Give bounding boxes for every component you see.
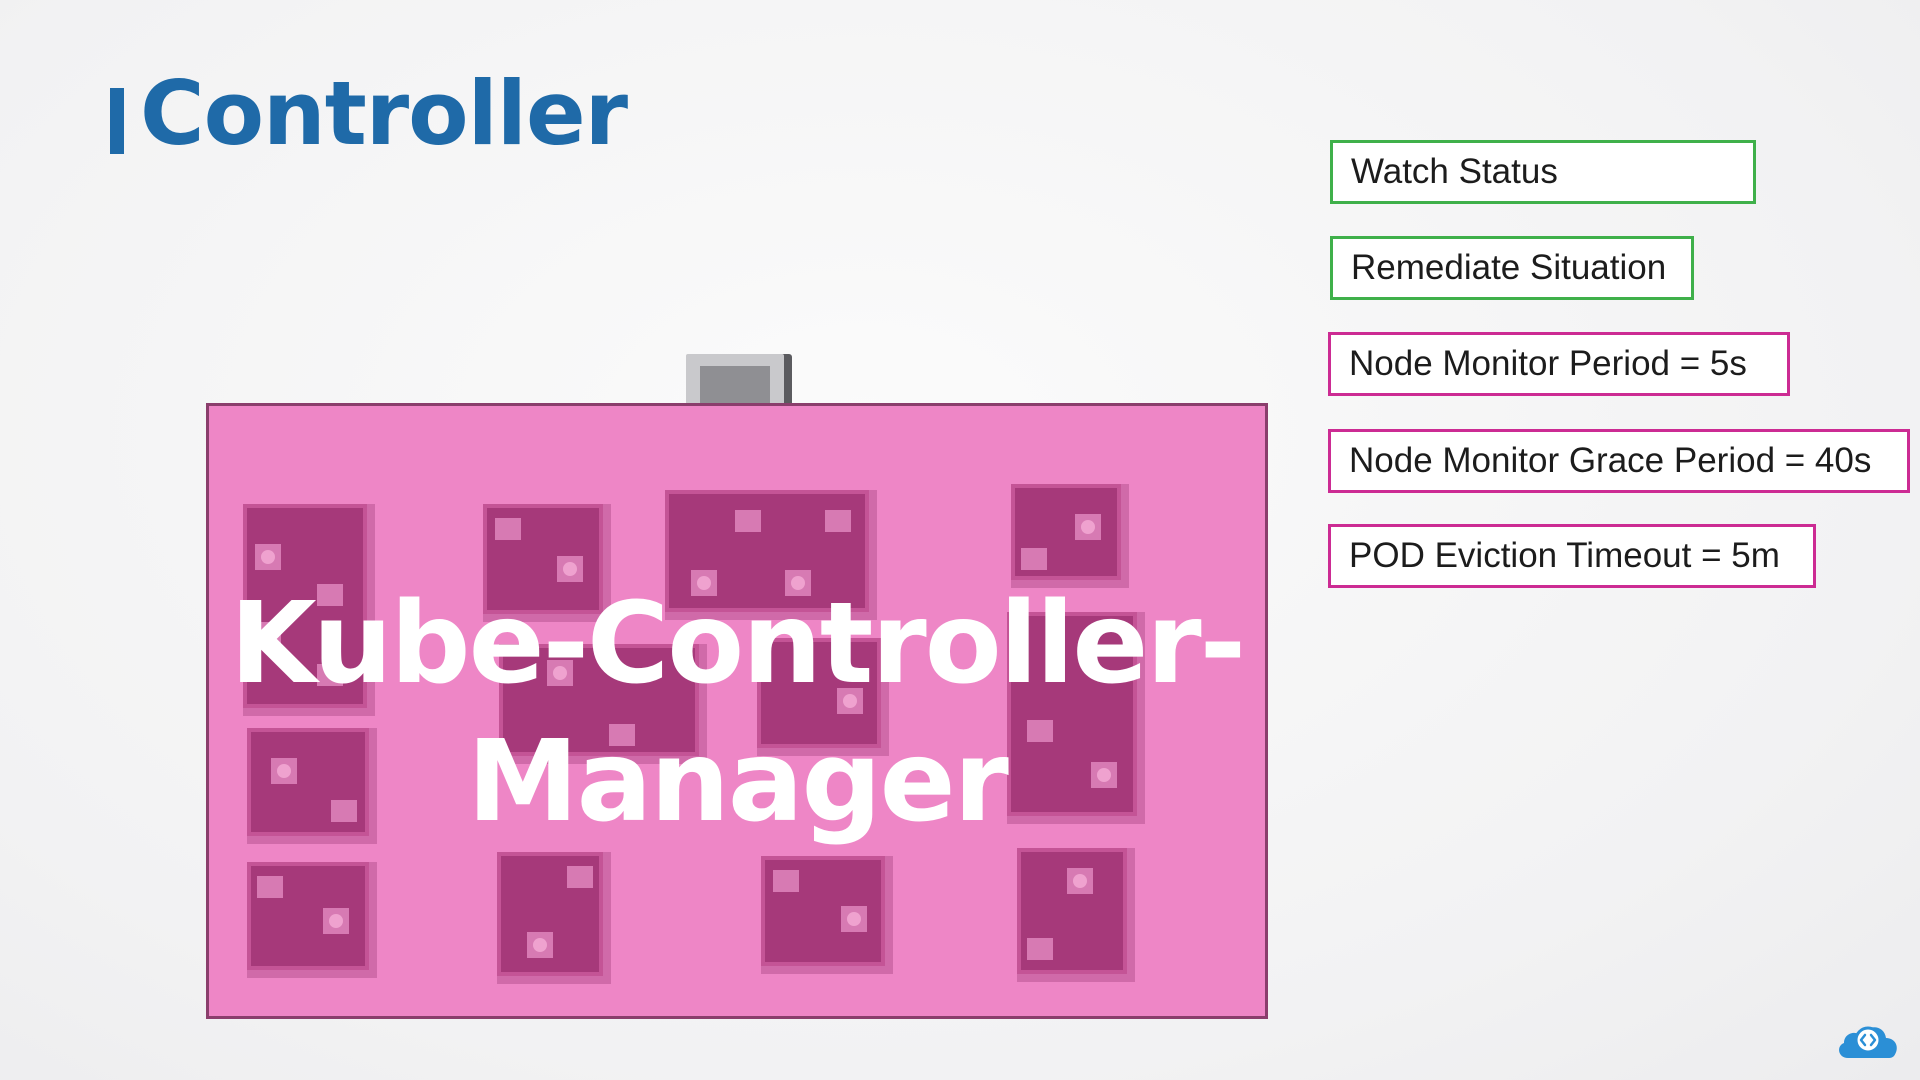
node-monitor-period-label: Node Monitor Period = 5s — [1328, 332, 1790, 396]
node-monitor-period-text: Node Monitor Period = 5s — [1349, 344, 1747, 383]
pod-icon — [1011, 484, 1129, 588]
pod-icon — [497, 852, 611, 984]
page-title: Controller — [140, 62, 628, 165]
pod-icon — [1017, 848, 1135, 982]
controller-tab-inner-top — [700, 366, 770, 404]
pod-eviction-timeout-text: POD Eviction Timeout = 5m — [1349, 536, 1780, 575]
pod-icon — [761, 856, 893, 974]
pod-icon — [483, 504, 611, 622]
pod-icon — [247, 862, 377, 978]
node-monitor-grace-period-label: Node Monitor Grace Period = 40s — [1328, 429, 1910, 493]
pod-icon — [247, 728, 377, 844]
pod-icon — [665, 490, 877, 620]
slide-title: Controller — [110, 62, 628, 165]
remediate-situation-text: Remediate Situation — [1351, 248, 1667, 287]
pod-icon — [1007, 612, 1145, 824]
watch-status-text: Watch Status — [1351, 152, 1558, 191]
watch-status-label: Watch Status — [1330, 140, 1756, 204]
pod-icon — [243, 504, 375, 716]
pod-icon — [757, 638, 889, 756]
kube-controller-manager-box — [206, 403, 1268, 1019]
pod-icon — [499, 644, 707, 764]
title-accent-bar — [110, 87, 124, 154]
node-monitor-grace-period-text: Node Monitor Grace Period = 40s — [1349, 441, 1872, 480]
remediate-situation-label: Remediate Situation — [1330, 236, 1694, 300]
kube-controller-manager-label: Kube-Controller-Manager — [229, 579, 1246, 847]
pod-eviction-timeout-label: POD Eviction Timeout = 5m — [1328, 524, 1816, 588]
cloud-code-logo-icon — [1839, 1026, 1897, 1058]
